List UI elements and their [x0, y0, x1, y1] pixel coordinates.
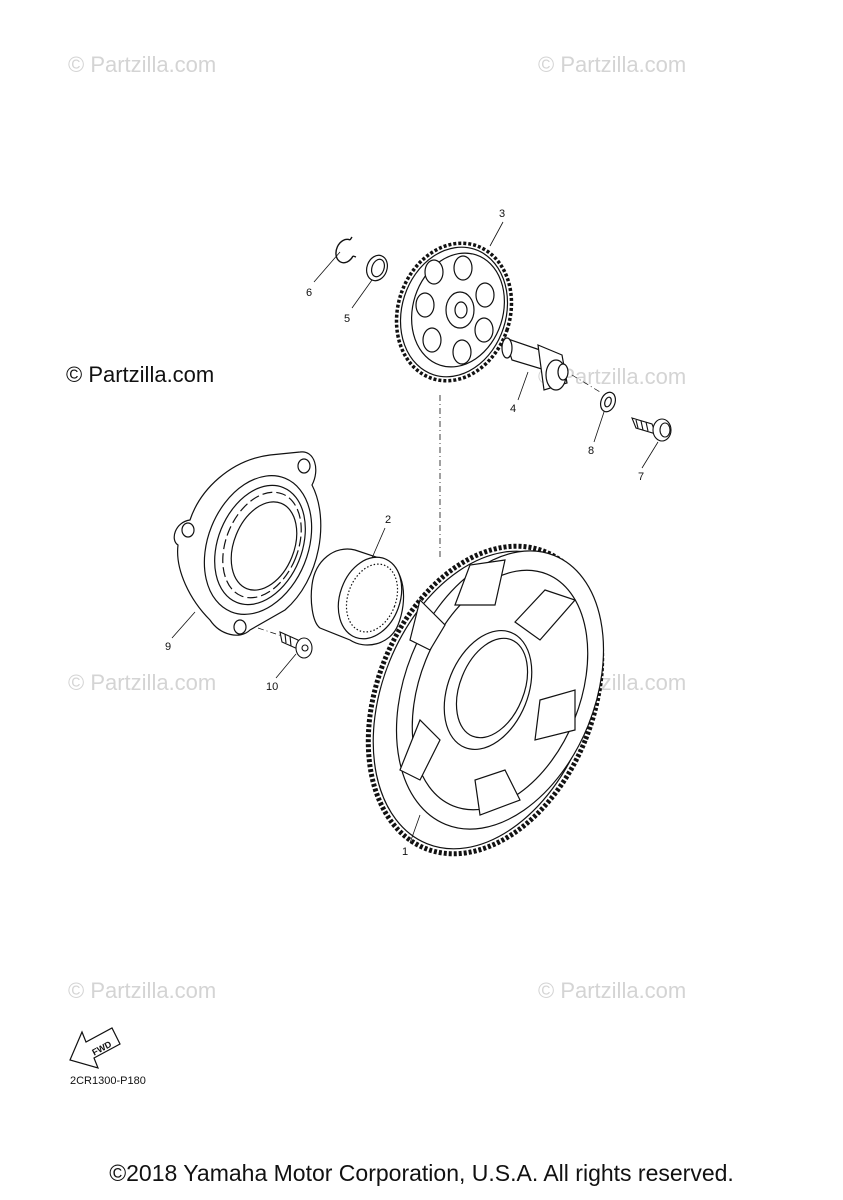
callout-6: 6 [306, 287, 312, 299]
shaft-part-4 [501, 337, 569, 391]
leader-line [641, 441, 659, 469]
callout-9: 9 [165, 641, 171, 653]
watermark: © Partzilla.com [68, 52, 217, 77]
callout-5: 5 [344, 313, 350, 325]
axis-line [257, 627, 283, 637]
leader-line [371, 527, 386, 559]
watermark: © Partzilla.com [68, 670, 217, 695]
leader-line [275, 653, 297, 679]
leader-line [351, 279, 373, 309]
diagram-code: 2CR1300-P180 [70, 1075, 146, 1087]
watermark: © Partzilla.com [538, 52, 687, 77]
callout-1: 1 [402, 846, 408, 858]
callout-4: 4 [510, 403, 516, 415]
callout-7: 7 [638, 471, 644, 483]
callout-3: 3 [499, 208, 505, 220]
watermark: © Partzilla.com [538, 978, 687, 1003]
callout-10: 10 [266, 681, 278, 693]
clutch-housing-part-9 [173, 451, 322, 636]
callout-8: 8 [588, 445, 594, 457]
leader-line [489, 221, 504, 247]
needle-bearing-part-2 [310, 548, 405, 646]
idler-gear-part-3 [394, 241, 514, 383]
axis-line [571, 374, 601, 393]
washer-part-5 [366, 254, 388, 282]
watermark: © Partzilla.com [68, 978, 217, 1003]
leader-line [409, 814, 421, 844]
bolt-part-10 [279, 631, 313, 659]
circlip-part-6 [335, 236, 357, 264]
callout-2: 2 [385, 514, 391, 526]
washer-part-8 [599, 391, 617, 413]
bolt-part-7 [631, 417, 672, 442]
fwd-arrow-icon: FWD [69, 1027, 121, 1069]
leader-line [171, 611, 196, 639]
leader-line [517, 371, 529, 401]
copyright-notice: ©2018 Yamaha Motor Corporation, U.S.A. A… [109, 1160, 734, 1186]
leader-line [313, 251, 341, 283]
leader-line [593, 411, 605, 443]
partzilla-watermark: © Partzilla.com [66, 362, 215, 387]
starter-gear-part-1 [365, 543, 605, 857]
